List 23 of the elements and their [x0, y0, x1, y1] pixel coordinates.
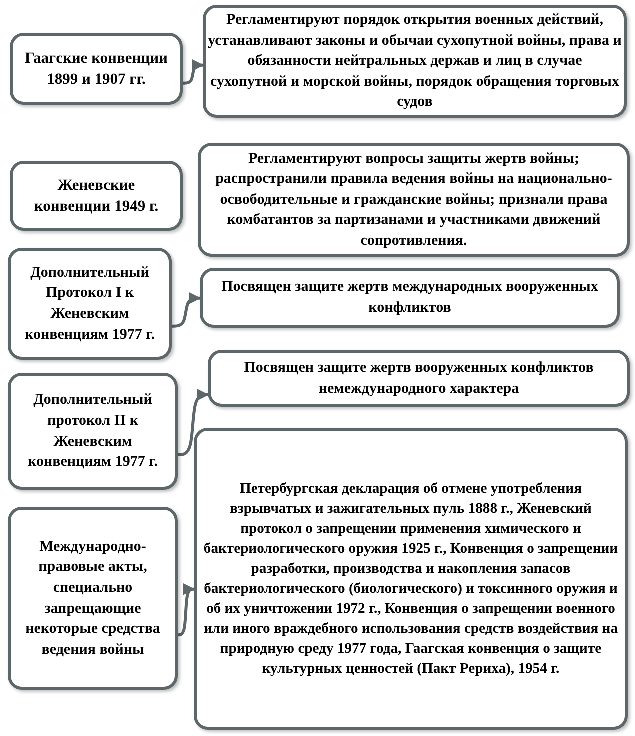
treaty-box [10, 161, 183, 231]
description-box [194, 428, 628, 730]
arrow [172, 292, 202, 328]
node-text: Петербургская декларация об отмене употребления взрывчатых и зажигательных пуль 1888 г., Женевский протокол о запрещении применения химического и бактериологического оружия 1925 г., Конвенция о запрещении разработки, производства и накопления запасов бактериологического (биологического) и токсинного оружия и об их уничтожении 1972 г., Конвенция о запрещении военного или иного враждебного использования средств воздействия на природную среду 1977 года, Гаагская конвенция о защите культурных ценностей (Пакт Рериха), 1954 г. [203, 480, 619, 679]
node-text: Женевские конвенции 1949 г. [33, 176, 160, 217]
treaty-box [8, 507, 178, 690]
arrow [178, 583, 196, 637]
node-text: Посвящен защите жертв вооруженных конфликтов немеждународного характера [243, 358, 595, 398]
treaty-box [10, 33, 183, 105]
description-box [200, 268, 620, 328]
node-text: Посвящен защите жертв международных вооруженных конфликтов [220, 278, 600, 318]
treaty-box [8, 248, 172, 360]
node-text: Дополнительный Протокол I к Женевским конвенциям 1977 г. [24, 264, 156, 345]
node-text: Гаагские конвенции 1899 и 1907 гг. [24, 48, 169, 90]
treaty-box [8, 373, 178, 490]
arrow [183, 59, 204, 85]
node-text: Дополнительный протокол II к Женевским конвенциям 1977 г. [27, 391, 159, 472]
node-text: Регламентируют вопросы защиты жертв войны; распространили правила ведения войны на национально-освободительные и гражданские войны; признали права комбатантов за партизанами и участниками движений сопротивления. [214, 150, 614, 251]
description-box [198, 143, 630, 257]
node-text: Регламентируют порядок открытия военных действий, устанавливают законы и обычаи сухопутной войны, права и обязанности нейтральных держав и лиц в случае сухопутной и морской войны, порядок обращения торговых судов [208, 11, 622, 112]
arrow [178, 389, 210, 456]
node-text: Международно-правовые акты, специально запрещающие некоторые средства ведения войны [24, 538, 162, 660]
description-box [208, 350, 630, 407]
